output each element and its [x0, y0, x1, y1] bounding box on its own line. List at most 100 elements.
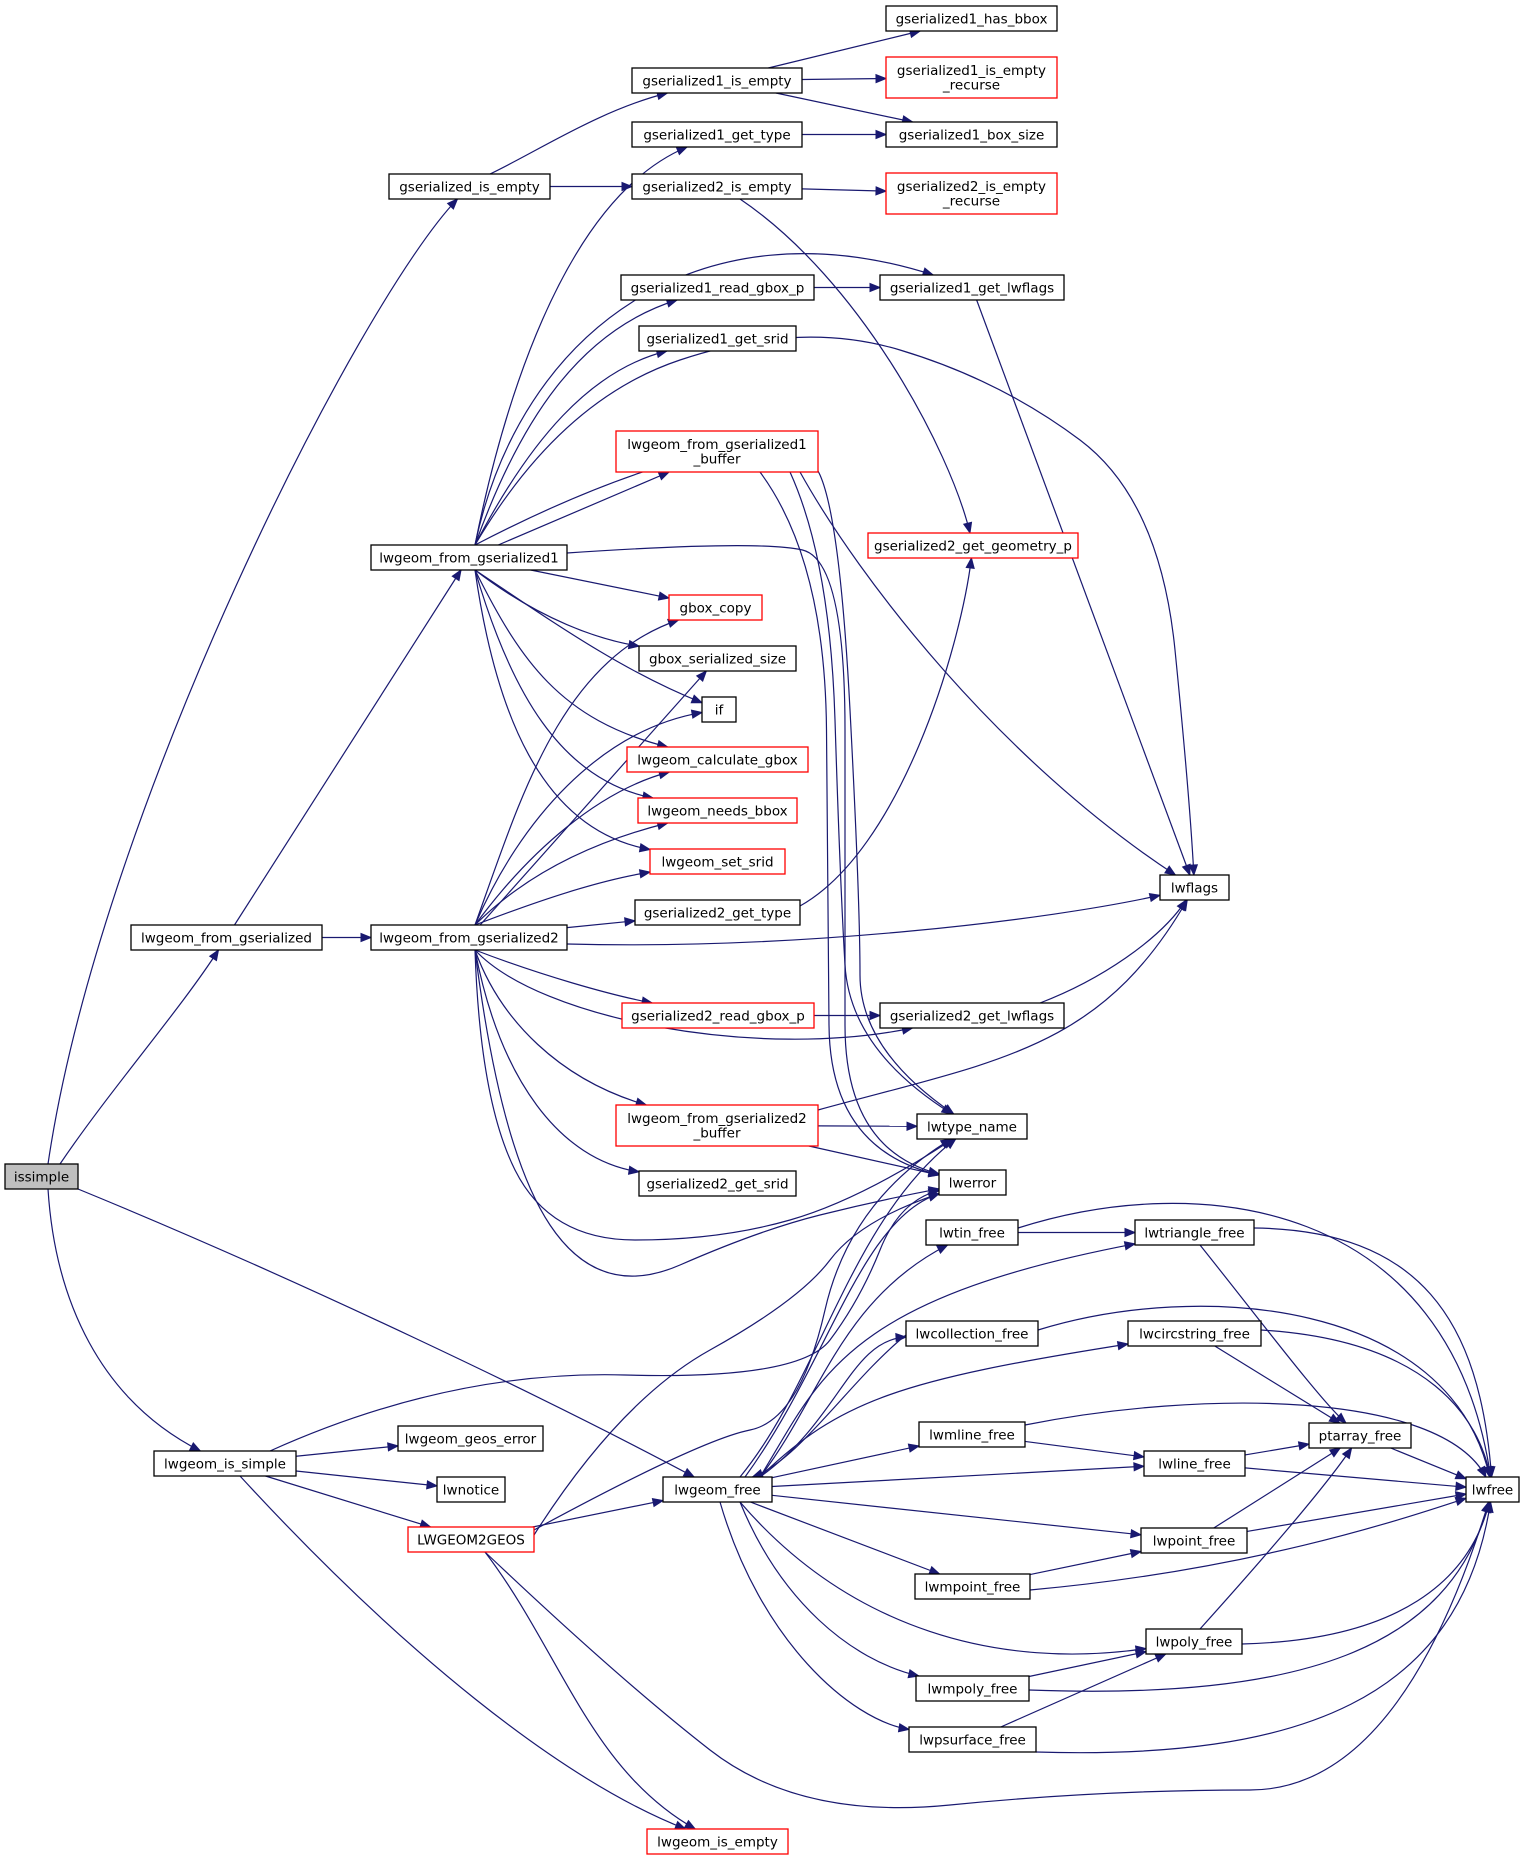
- node-lwgeom_set_srid[interactable]: lwgeom_set_srid: [649, 848, 786, 875]
- node-lwgeom_free[interactable]: lwgeom_free: [662, 1476, 773, 1503]
- node-label: lwgeom_needs_bbox: [647, 803, 787, 819]
- edge-line: [1024, 1440, 1145, 1458]
- arrow-head-icon: [621, 181, 634, 192]
- node-lwmpoint_free[interactable]: lwmpoint_free: [914, 1573, 1031, 1600]
- edge-gserialized2_get_type-to-gserialized2_get_geometry_p: [799, 556, 975, 907]
- node-gserialized2_get_lwflags[interactable]: gserialized2_get_lwflags: [879, 1002, 1065, 1029]
- arrow-head-icon: [875, 129, 888, 140]
- node-ptarray_free[interactable]: ptarray_free: [1308, 1422, 1412, 1449]
- node-gserialized2_is_empty_recurse[interactable]: gserialized2_is_empty_recurse: [885, 172, 1058, 215]
- edge-lwgeom_from_gserialized1_buffer-to-lwflags: [799, 471, 1177, 876]
- node-lwflags[interactable]: lwflags: [1159, 874, 1230, 901]
- edge-lwgeom_from_gserialized2-to-if: [474, 709, 704, 926]
- node-lwmline_free[interactable]: lwmline_free: [918, 1421, 1026, 1448]
- node-gserialized1_read_gbox_p[interactable]: gserialized1_read_gbox_p: [620, 274, 815, 301]
- edge-line: [1029, 1497, 1467, 1591]
- node-gserialized_is_empty[interactable]: gserialized_is_empty: [388, 173, 551, 200]
- node-lwtin_free[interactable]: lwtin_free: [925, 1219, 1019, 1246]
- node-label: lwtriangle_free: [1144, 1225, 1244, 1241]
- edge-lwmpoint_free-to-lwfree: [1029, 1497, 1468, 1591]
- node-lwerror[interactable]: lwerror: [938, 1169, 1007, 1196]
- node-gserialized1_get_srid[interactable]: gserialized1_get_srid: [638, 325, 797, 352]
- node-lwmpoly_free[interactable]: lwmpoly_free: [915, 1675, 1030, 1702]
- node-box: [634, 899, 801, 926]
- node-lwpoint_free[interactable]: lwpoint_free: [1140, 1527, 1248, 1554]
- edge-line: [801, 188, 887, 192]
- call-edges: [47, 28, 1496, 1830]
- edge-line: [759, 1244, 948, 1478]
- node-lwtriangle_free[interactable]: lwtriangle_free: [1134, 1219, 1255, 1246]
- arrow-head-icon: [627, 1165, 641, 1175]
- arrow-head-icon: [426, 1480, 439, 1490]
- edge-issimple-to-lwgeom_is_simple: [47, 1188, 202, 1452]
- edge-line: [1241, 1501, 1490, 1645]
- edge-line: [775, 92, 913, 123]
- arrow-head-icon: [897, 1723, 911, 1733]
- arrow-head-icon: [1133, 1462, 1146, 1472]
- arrow-head-icon: [675, 146, 689, 156]
- node-box: [1140, 1527, 1248, 1554]
- node-gserialized2_get_type[interactable]: gserialized2_get_type: [634, 899, 801, 926]
- node-lwtype_name[interactable]: lwtype_name: [916, 1113, 1028, 1140]
- edge-line: [474, 350, 668, 546]
- node-lwgeom_from_gserialized1_buffer[interactable]: lwgeom_from_gserialized1_buffer: [615, 430, 819, 473]
- arrow-head-icon: [940, 1104, 954, 1115]
- node-lwgeom_from_gserialized2_buffer[interactable]: lwgeom_from_gserialized2_buffer: [615, 1104, 819, 1147]
- node-box: [1127, 1320, 1262, 1347]
- node-lwgeom_from_gserialized2[interactable]: lwgeom_from_gserialized2: [370, 924, 568, 951]
- node-gserialized2_is_empty[interactable]: gserialized2_is_empty: [631, 173, 803, 200]
- edge-line: [474, 711, 703, 926]
- node-lwpoly_free[interactable]: lwpoly_free: [1145, 1628, 1243, 1655]
- node-lwgeom_from_gserialized1[interactable]: lwgeom_from_gserialized1: [370, 544, 568, 571]
- node-gserialized1_has_bbox[interactable]: gserialized1_has_bbox: [885, 5, 1058, 32]
- edge-line: [47, 1188, 201, 1452]
- node-gserialized1_is_empty_recurse[interactable]: gserialized1_is_empty_recurse: [885, 56, 1058, 99]
- edge-lwgeom_from_gserialized2-to-lwgeom_from_gserialized2_buffer: [474, 949, 648, 1107]
- edge-lwgeom_from_gserialized1-to-lwgeom_from_gserialized1_buffer: [498, 471, 671, 546]
- node-label: _recurse: [942, 194, 1000, 210]
- node-gserialized2_read_gbox_p[interactable]: gserialized2_read_gbox_p: [621, 1002, 815, 1029]
- node-gserialized1_box_size[interactable]: gserialized1_box_size: [885, 121, 1058, 148]
- node-label: gserialized1_has_bbox: [896, 11, 1048, 27]
- node-LWGEOM2GEOS[interactable]: LWGEOM2GEOS: [407, 1526, 535, 1553]
- edge-lwtriangle_free-to-ptarray_free: [1199, 1244, 1347, 1424]
- arrow-head-icon: [1334, 1412, 1347, 1424]
- edge-line: [739, 1501, 1147, 1655]
- node-lwgeom_calculate_gbox[interactable]: lwgeom_calculate_gbox: [626, 746, 809, 773]
- arrow-head-icon: [1297, 1441, 1311, 1451]
- node-if[interactable]: if: [701, 696, 737, 723]
- node-lwnotice[interactable]: lwnotice: [436, 1476, 506, 1503]
- node-label: lwgeom_is_empty: [657, 1834, 778, 1850]
- node-lwgeom_needs_bbox[interactable]: lwgeom_needs_bbox: [637, 797, 798, 824]
- edge-line: [233, 569, 462, 926]
- arrow-head-icon: [906, 1121, 919, 1131]
- node-lwcircstring_free[interactable]: lwcircstring_free: [1127, 1320, 1262, 1347]
- node-gserialized1_get_lwflags[interactable]: gserialized1_get_lwflags: [879, 274, 1065, 301]
- arrow-head-icon: [1341, 1446, 1353, 1460]
- node-lwgeom_geos_error[interactable]: lwgeom_geos_error: [397, 1425, 544, 1452]
- node-lwgeom_is_simple[interactable]: lwgeom_is_simple: [153, 1450, 297, 1477]
- node-gserialized1_get_type[interactable]: gserialized1_get_type: [631, 121, 803, 148]
- node-lwfree[interactable]: lwfree: [1465, 1476, 1520, 1503]
- node-gserialized2_get_srid[interactable]: gserialized2_get_srid: [638, 1170, 797, 1197]
- node-box: [1134, 1219, 1255, 1246]
- edge-gserialized2_is_empty-to-gserialized2_get_geometry_p: [739, 198, 973, 535]
- node-gserialized2_get_geometry_p[interactable]: gserialized2_get_geometry_p: [867, 532, 1079, 559]
- node-gserialized1_is_empty[interactable]: gserialized1_is_empty: [631, 67, 803, 94]
- node-label: if: [715, 702, 725, 718]
- node-lwgeom_is_empty[interactable]: lwgeom_is_empty: [646, 1828, 789, 1855]
- node-label: gserialized1_box_size: [899, 127, 1045, 143]
- node-gbox_copy[interactable]: gbox_copy: [668, 594, 763, 621]
- node-box: [638, 1170, 797, 1197]
- node-lwpsurface_free[interactable]: lwpsurface_free: [908, 1726, 1037, 1753]
- node-lwline_free[interactable]: lwline_free: [1143, 1450, 1246, 1477]
- node-gbox_serialized_size[interactable]: gbox_serialized_size: [638, 645, 797, 672]
- node-box: [646, 1828, 789, 1855]
- node-label: lwgeom_is_simple: [164, 1456, 286, 1472]
- node-lwcollection_free[interactable]: lwcollection_free: [905, 1320, 1039, 1347]
- node-label: lwtype_name: [927, 1119, 1017, 1135]
- edge-lwgeom_from_gserialized1-to-if: [474, 569, 704, 704]
- edge-lwpoly_free-to-ptarray_free: [1199, 1446, 1353, 1630]
- node-box: [867, 532, 1079, 559]
- node-lwgeom_from_gserialized[interactable]: lwgeom_from_gserialized: [130, 924, 323, 951]
